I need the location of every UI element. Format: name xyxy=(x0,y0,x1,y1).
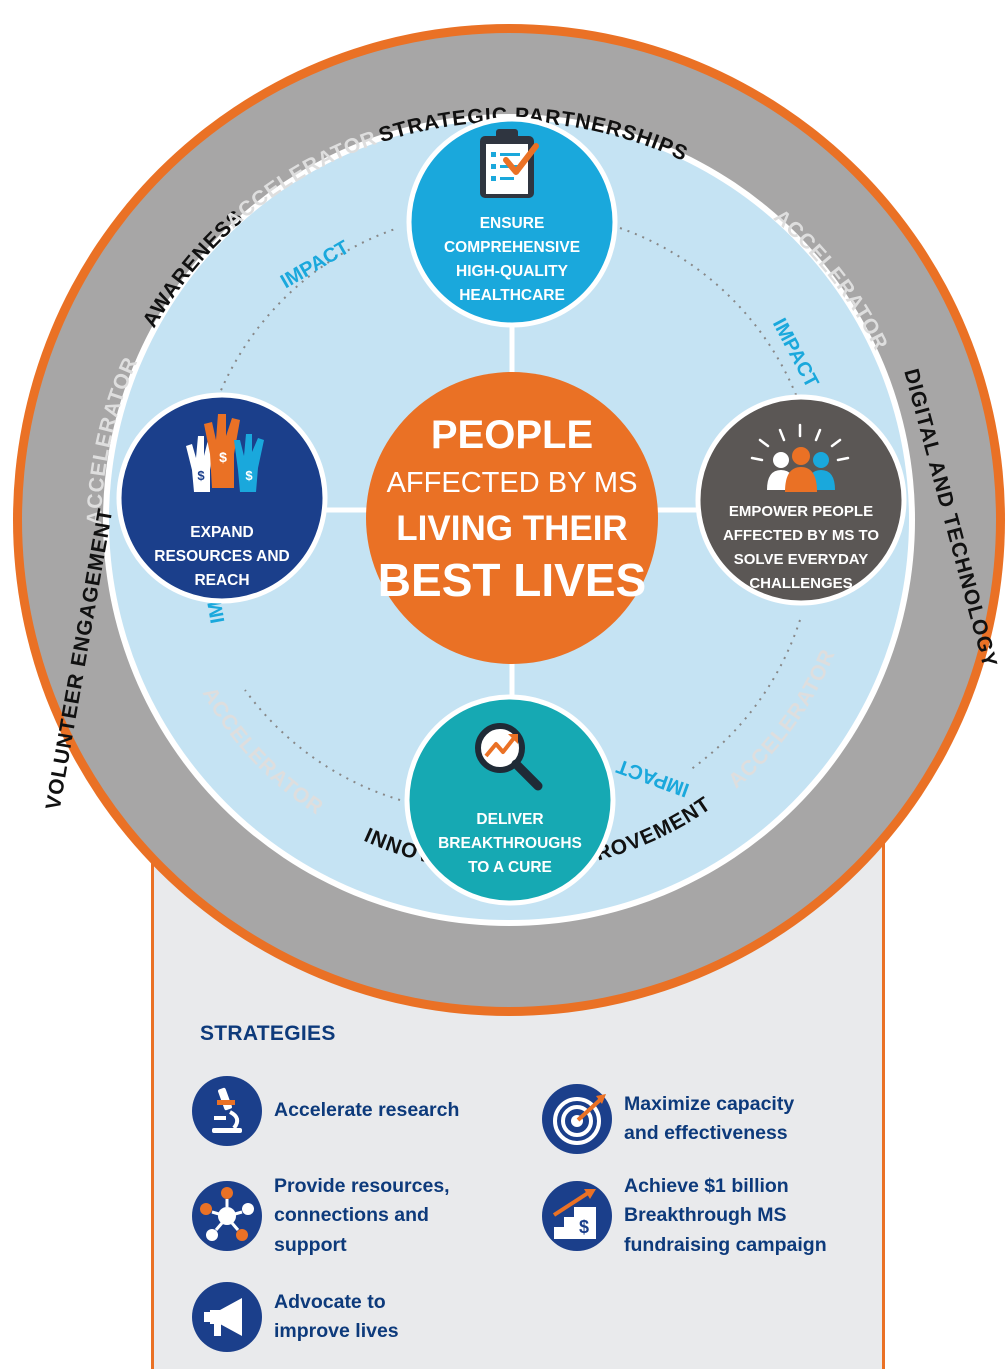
strategy-advocate: Advocate to improve lives xyxy=(190,1280,399,1354)
svg-text:$: $ xyxy=(245,468,253,483)
strategy-accelerate-research: Accelerate research xyxy=(190,1074,459,1148)
strategy-maximize-line-1: Maximize capacity xyxy=(624,1092,795,1115)
goal-top-line-4: HEALTHCARE xyxy=(459,287,565,304)
goal-cure: DELIVER BREAKTHROUGHS TO A CURE xyxy=(404,694,616,906)
microscope-icon xyxy=(192,1076,262,1146)
goal-resources: $ $ $ EXPAND RESOURCES AND REACH xyxy=(116,392,328,604)
strategy-achieve-line-2: Breakthrough MS xyxy=(624,1204,787,1227)
svg-text:$: $ xyxy=(219,449,227,465)
goal-right-line-4: CHALLENGES xyxy=(749,575,852,592)
goal-left-line-3: REACH xyxy=(194,572,249,589)
svg-text:$: $ xyxy=(579,1217,589,1237)
strategy-provide-resources: Provide resources, connections and suppo… xyxy=(190,1172,450,1260)
goal-empower: EMPOWER PEOPLE AFFECTED BY MS TO SOLVE E… xyxy=(695,394,907,606)
goal-bottom-line-1: DELIVER xyxy=(476,811,543,828)
goal-left-line-1: EXPAND xyxy=(190,524,253,541)
strategy-label-achieve-billion: Achieve $1 billion Breakthrough MS fundr… xyxy=(624,1172,827,1260)
center-line-people: PEOPLE xyxy=(431,413,593,457)
network-people-icon xyxy=(192,1180,262,1251)
center-line-living: LIVING THEIR xyxy=(396,509,627,548)
strategy-maximize-capacity: Maximize capacity and effectiveness xyxy=(540,1082,794,1156)
strategy-achieve-line-3: fundraising campaign xyxy=(624,1233,827,1256)
strategy-provide-line-1: Provide resources, xyxy=(274,1175,450,1197)
impact-dotted-arcs xyxy=(214,227,801,801)
goal-healthcare: ENSURE COMPREHENSIVE HIGH-QUALITY HEALTH… xyxy=(406,116,618,328)
growth-dollar-icon: $ xyxy=(542,1180,612,1251)
raised-hands-dollar-icon: $ $ $ xyxy=(186,414,264,492)
clipboard-check-icon xyxy=(480,129,539,198)
people-group-icon xyxy=(750,423,850,492)
strategy-advocate-line-1: Advocate to xyxy=(274,1290,386,1313)
strategy-maximize-line-2: and effectiveness xyxy=(624,1122,788,1144)
goal-right-line-1: EMPOWER PEOPLE xyxy=(729,503,873,520)
goal-bottom-line-2: BREAKTHROUGHS xyxy=(438,835,582,852)
svg-text:$: $ xyxy=(197,468,205,483)
strategy-achieve-billion: $ Achieve $1 billion Breakthrough MS fun… xyxy=(540,1172,827,1260)
strategy-label-advocate: Advocate to improve lives xyxy=(274,1288,399,1347)
strategy-provide-line-3: support xyxy=(274,1233,347,1256)
goal-top-line-3: HIGH-QUALITY xyxy=(456,263,569,280)
strategy-provide-line-2: connections and xyxy=(274,1204,429,1227)
strategy-label-provide-resources: Provide resources, connections and suppo… xyxy=(274,1172,450,1260)
goal-top-line-1: ENSURE xyxy=(480,215,545,232)
goal-right-line-3: SOLVE EVERYDAY xyxy=(734,551,869,568)
target-icon xyxy=(542,1084,612,1154)
center-line-affected: AFFECTED BY MS xyxy=(387,467,638,499)
center-goal: PEOPLE AFFECTED BY MS LIVING THEIR BEST … xyxy=(366,372,658,664)
magnifier-trend-icon xyxy=(475,723,543,791)
goal-top-line-2: COMPREHENSIVE xyxy=(444,239,580,256)
strategies-heading: STRATEGIES xyxy=(200,1022,336,1045)
goal-right-line-2: AFFECTED BY MS TO xyxy=(723,527,879,544)
strategy-achieve-line-1: Achieve $1 billion xyxy=(624,1175,789,1197)
megaphone-icon xyxy=(192,1282,262,1352)
strategy-label-accelerate-research: Accelerate research xyxy=(274,1099,460,1122)
strategy-advocate-line-2: improve lives xyxy=(274,1320,399,1342)
strategy-label-maximize-capacity: Maximize capacity and effectiveness xyxy=(624,1090,794,1149)
goal-left-line-2: RESOURCES AND xyxy=(154,548,290,565)
goal-bottom-line-3: TO A CURE xyxy=(468,859,552,876)
center-line-best-lives: BEST LIVES xyxy=(378,554,646,606)
